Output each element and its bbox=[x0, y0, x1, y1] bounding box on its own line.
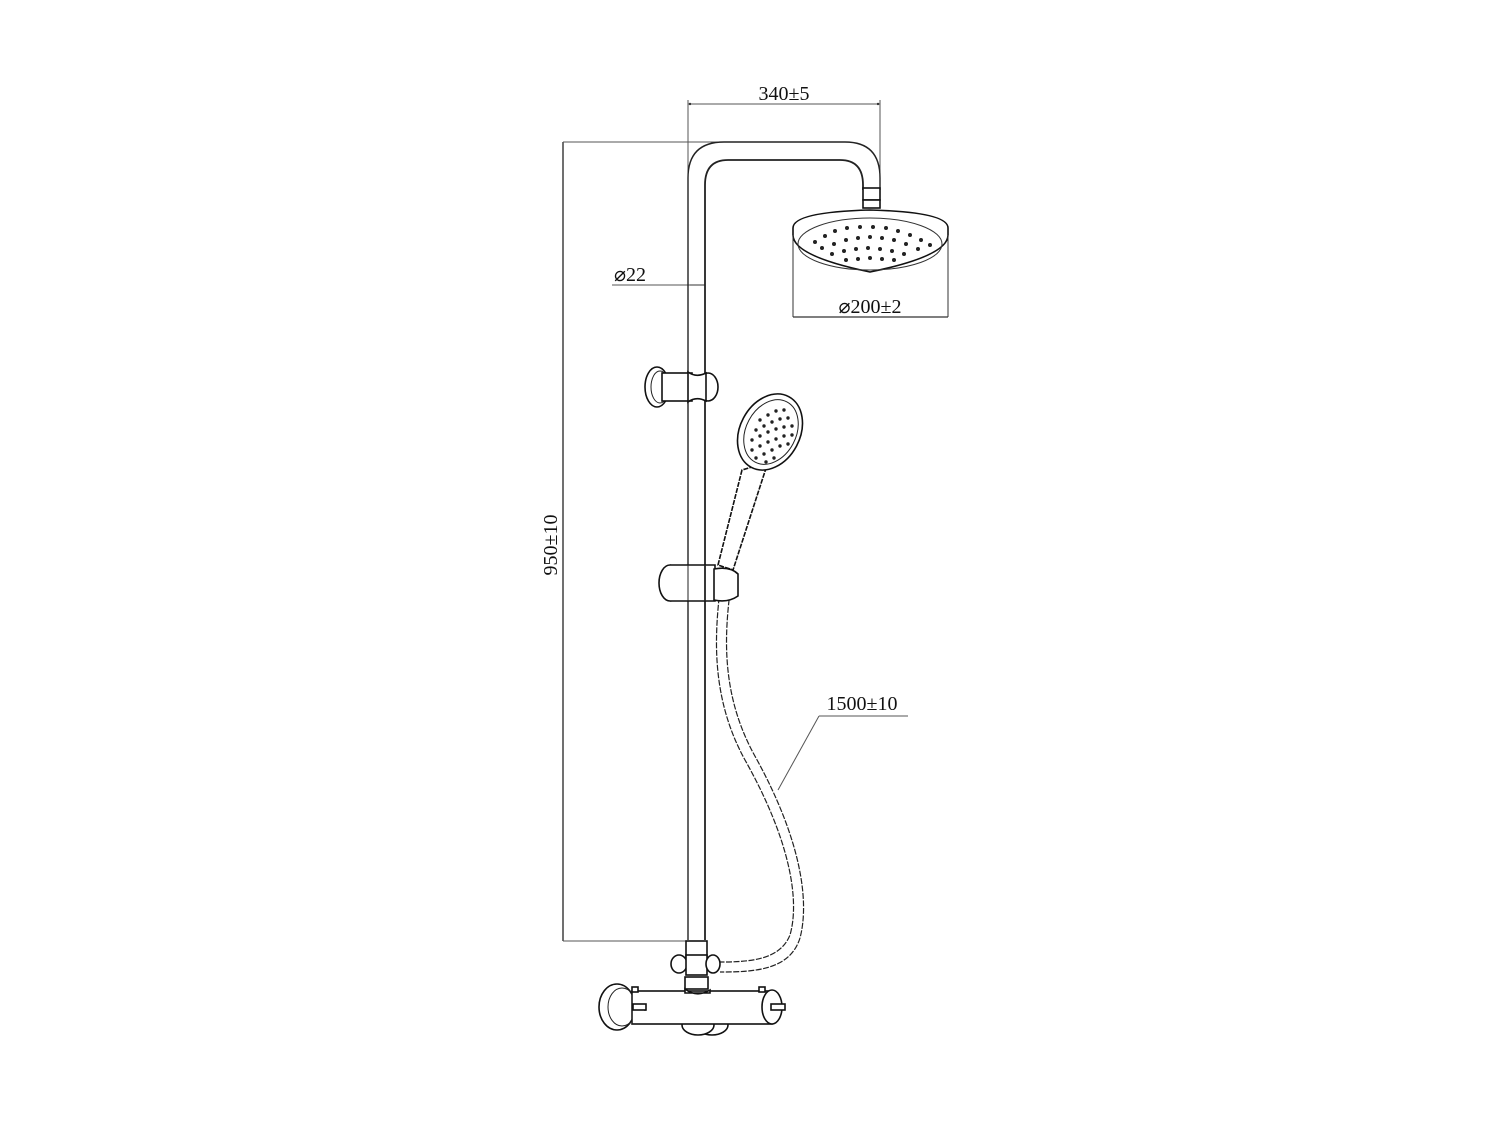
shower-hose bbox=[715, 589, 805, 973]
hose-length-label: 1500±10 bbox=[827, 693, 898, 715]
dimension-rain-head-diameter: ⌀200±2 bbox=[792, 235, 949, 318]
pipe-diameter-label: ⌀22 bbox=[614, 264, 646, 286]
diverter bbox=[670, 940, 721, 990]
dimension-pipe-diameter: ⌀22 bbox=[612, 264, 705, 286]
dimension-arm-reach: 340±5 bbox=[687, 83, 881, 290]
slide-holder bbox=[658, 564, 739, 602]
dimension-overall-height: 950±10 bbox=[540, 141, 720, 942]
arm-reach-label: 340±5 bbox=[759, 83, 810, 105]
thermostatic-mixer bbox=[598, 983, 786, 1036]
wall-bracket bbox=[644, 366, 719, 408]
rain-head-diameter-label: ⌀200±2 bbox=[838, 296, 901, 318]
hand-shower bbox=[717, 393, 804, 572]
rain-shower-head bbox=[792, 187, 949, 273]
dimension-hose-length: 1500±10 bbox=[777, 693, 908, 791]
overall-height-label: 950±10 bbox=[540, 515, 562, 576]
riser-pipe bbox=[687, 141, 881, 940]
